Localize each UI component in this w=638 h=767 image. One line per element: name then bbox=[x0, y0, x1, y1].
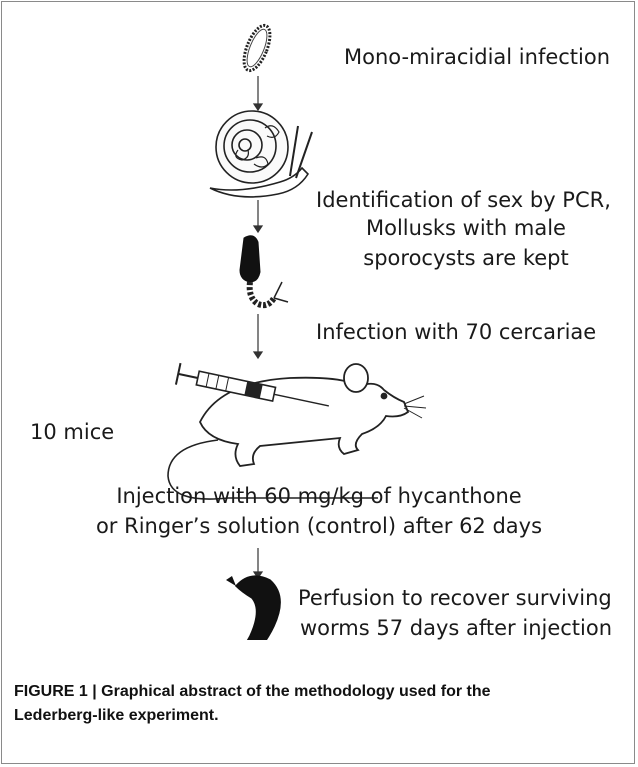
arrow-2 bbox=[254, 200, 262, 232]
mice-count-label: 10 mice bbox=[30, 418, 114, 446]
snail-icon bbox=[210, 111, 312, 197]
arrow-4 bbox=[254, 548, 262, 578]
worm-icon bbox=[204, 576, 280, 640]
step-5-label-line-2: worms 57 days after injection bbox=[300, 614, 612, 642]
step-3-label: Infection with 70 cercariae bbox=[316, 318, 596, 346]
step-2-label-line-3: sporocysts are kept bbox=[316, 244, 616, 272]
caption-line-1: FIGURE 1 | Graphical abstract of the met… bbox=[14, 680, 624, 704]
step-2-label-line-2: Mollusks with male bbox=[316, 214, 616, 242]
step-5-label-line-1: Perfusion to recover surviving bbox=[298, 584, 612, 612]
arrow-1 bbox=[254, 76, 262, 110]
mouse-with-syringe-icon bbox=[168, 363, 426, 499]
caption-line-2: Lederberg-like experiment. bbox=[14, 704, 624, 728]
methodology-diagram: Mono-miracidial infection Identification… bbox=[0, 0, 638, 640]
arrow-3 bbox=[254, 314, 262, 358]
step-1-label: Mono-miracidial infection bbox=[344, 43, 610, 71]
figure-caption: FIGURE 1 | Graphical abstract of the met… bbox=[14, 680, 624, 728]
step-4-label-line-1: Injection with 60 mg/kg of hycanthone bbox=[0, 482, 638, 510]
miracidium-icon bbox=[239, 22, 276, 74]
cercaria-icon bbox=[240, 236, 288, 305]
step-2-label-line-1: Identification of sex by PCR, bbox=[316, 186, 611, 214]
step-4-label-line-2: or Ringer’s solution (control) after 62 … bbox=[0, 512, 638, 540]
